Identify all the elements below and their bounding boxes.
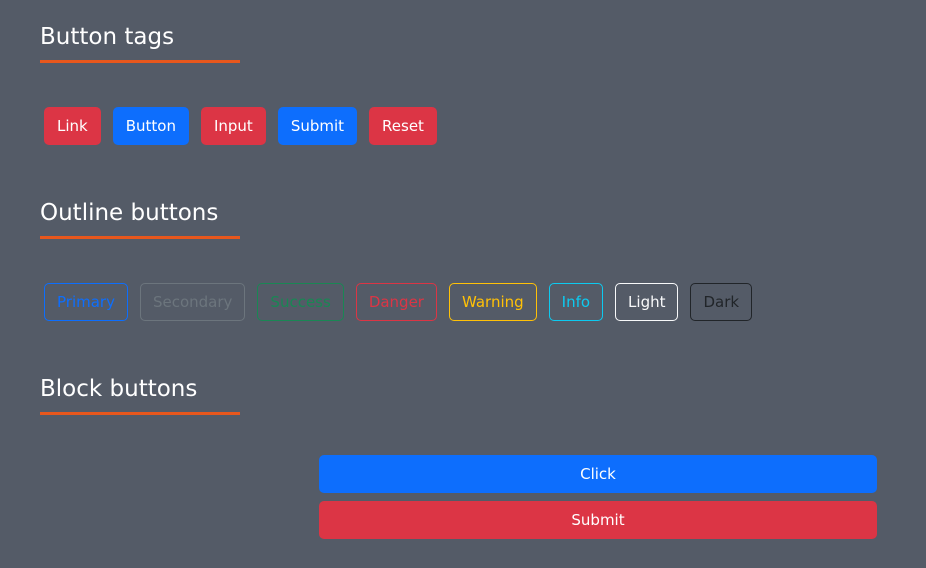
outline-success-button[interactable]: Success [257, 283, 344, 321]
outline-danger-button[interactable]: Danger [355, 283, 437, 321]
outline-warning-button[interactable]: Warning [448, 283, 537, 321]
outline-buttons-title: Outline buttons [40, 200, 219, 226]
reset-button[interactable]: Reset [369, 107, 437, 145]
outline-primary-button[interactable]: Primary [44, 283, 128, 321]
outline-buttons-underline [40, 236, 240, 239]
submit-button[interactable]: Submit [277, 107, 358, 145]
click-block-button[interactable]: Click [319, 455, 877, 493]
button-tags-title: Button tags [40, 24, 175, 50]
input-button[interactable]: Input [200, 107, 266, 145]
button-tags-row: Link Button Input Submit Reset [44, 107, 449, 145]
outline-secondary-button[interactable]: Secondary [139, 283, 246, 321]
button-tags-underline [40, 60, 240, 63]
button-button[interactable]: Button [112, 107, 189, 145]
link-button[interactable]: Link [44, 107, 101, 145]
outline-light-button[interactable]: Light [615, 283, 679, 321]
outline-buttons-row: Primary Secondary Success Danger Warning… [44, 283, 764, 321]
block-buttons-title: Block buttons [40, 376, 198, 402]
outline-dark-button[interactable]: Dark [690, 283, 753, 321]
submit-block-button[interactable]: Submit [319, 501, 877, 539]
block-buttons-underline [40, 412, 240, 415]
outline-info-button[interactable]: Info [548, 283, 604, 321]
